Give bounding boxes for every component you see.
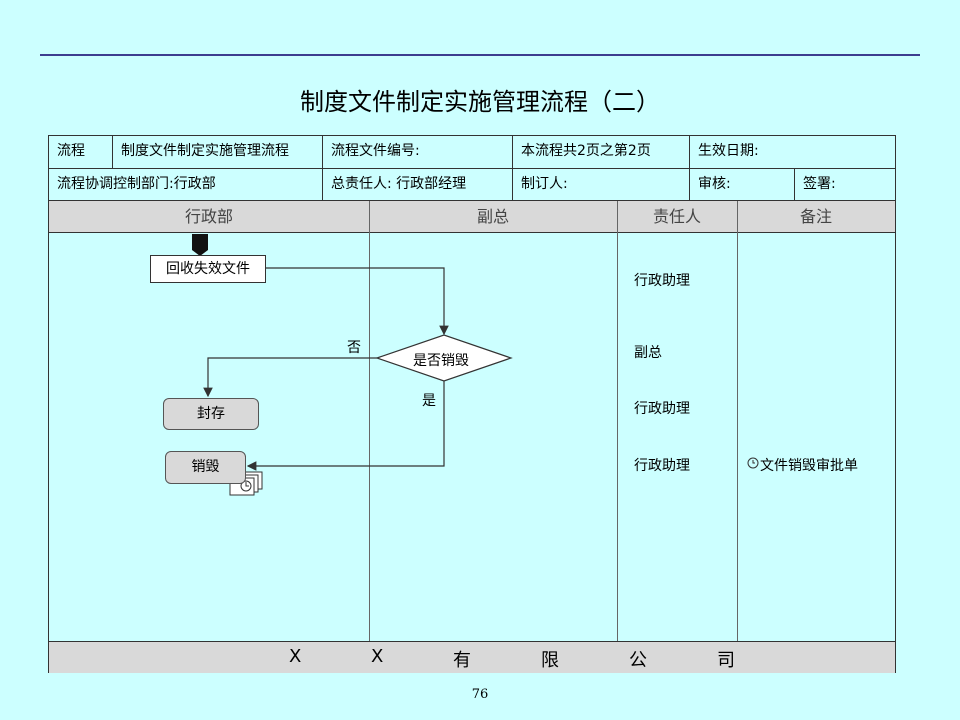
- connector-no-branch: [203, 357, 377, 398]
- header-process-label: 流程: [49, 136, 113, 169]
- top-rule: [40, 54, 920, 56]
- header-doc-number: 流程文件编号:: [323, 136, 513, 169]
- lane-header-vp: 副总: [369, 201, 617, 233]
- start-marker: [192, 234, 208, 256]
- decision-label: 是否销毁: [413, 353, 469, 369]
- footer-char: X: [289, 646, 302, 667]
- lane-divider: [369, 201, 370, 641]
- company-footer: X X 有 限 公 司: [49, 641, 895, 673]
- responsible-step1: 行政助理: [634, 273, 690, 289]
- branch-yes-label: 是: [422, 393, 436, 409]
- header-process-name: 制度文件制定实施管理流程: [113, 136, 323, 169]
- header-page-info: 本流程共2页之第2页: [513, 136, 690, 169]
- clock-icon: [747, 457, 759, 469]
- header-effective-date: 生效日期:: [690, 136, 895, 169]
- connector-to-decision: [266, 267, 449, 336]
- footer-char: X: [371, 646, 384, 667]
- header-author: 制订人:: [513, 169, 690, 201]
- footer-char: 限: [541, 650, 559, 671]
- header-signature: 签署:: [795, 169, 895, 201]
- branch-no-label: 否: [347, 340, 361, 356]
- responsible-archive: 行政助理: [634, 401, 690, 417]
- decision-diamond: [375, 334, 513, 382]
- lane-header-responsible: 责任人: [617, 201, 737, 233]
- header-owner: 总责任人: 行政部经理: [323, 169, 513, 201]
- connector-yes-branch: [246, 381, 445, 471]
- footer-char: 公: [629, 650, 647, 671]
- responsible-destroy: 行政助理: [634, 458, 690, 474]
- lane-header-admin: 行政部: [49, 201, 369, 233]
- step-destroy: 销毁: [165, 451, 246, 484]
- step-archive: 封存: [163, 398, 259, 430]
- lane-divider: [737, 201, 738, 641]
- step-recall-documents: 回收失效文件: [150, 255, 266, 283]
- footer-char: 有: [453, 650, 471, 671]
- lane-divider: [617, 201, 618, 641]
- lane-header-remarks: 备注: [737, 201, 895, 233]
- footer-char: 司: [717, 650, 735, 671]
- header-coordinating-dept: 流程协调控制部门:行政部: [49, 169, 323, 201]
- remark-approval-form: 文件销毁审批单: [760, 458, 858, 474]
- responsible-decision: 副总: [634, 345, 662, 361]
- header-reviewer: 审核:: [690, 169, 795, 201]
- page-title: 制度文件制定实施管理流程（二）: [300, 88, 660, 116]
- page-number: 76: [471, 687, 489, 702]
